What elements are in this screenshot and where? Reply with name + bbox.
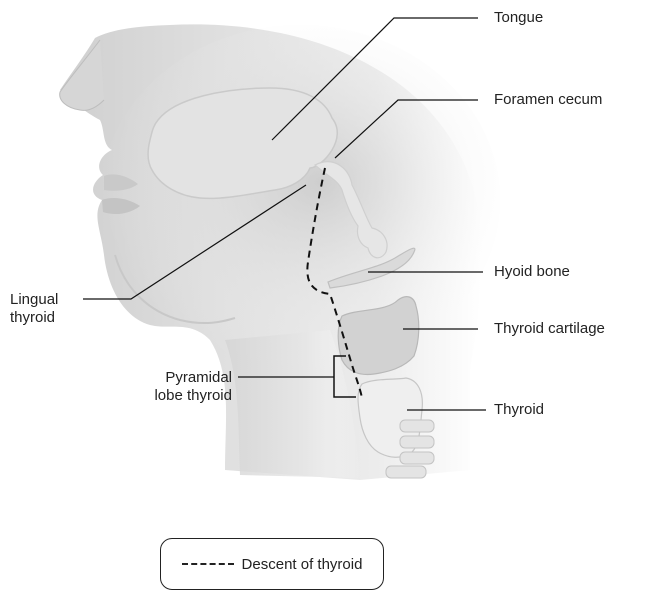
label-lingual-thyroid-line1: Lingual [10, 291, 58, 308]
label-foramen-cecum: Foramen cecum [494, 91, 602, 108]
label-tongue: Tongue [494, 9, 543, 26]
label-hyoid-bone: Hyoid bone [494, 263, 570, 280]
legend-dash-swatch [182, 563, 234, 565]
legend-box: Descent of thyroid [160, 538, 384, 590]
legend-text: Descent of thyroid [242, 556, 363, 573]
label-pyramidal-line2: lobe thyroid [100, 387, 232, 404]
label-pyramidal-line1: Pyramidal [130, 369, 232, 386]
label-thyroid: Thyroid [494, 401, 544, 418]
label-thyroid-cartilage: Thyroid cartilage [494, 320, 605, 337]
label-lingual-thyroid-line2: thyroid [10, 309, 55, 326]
